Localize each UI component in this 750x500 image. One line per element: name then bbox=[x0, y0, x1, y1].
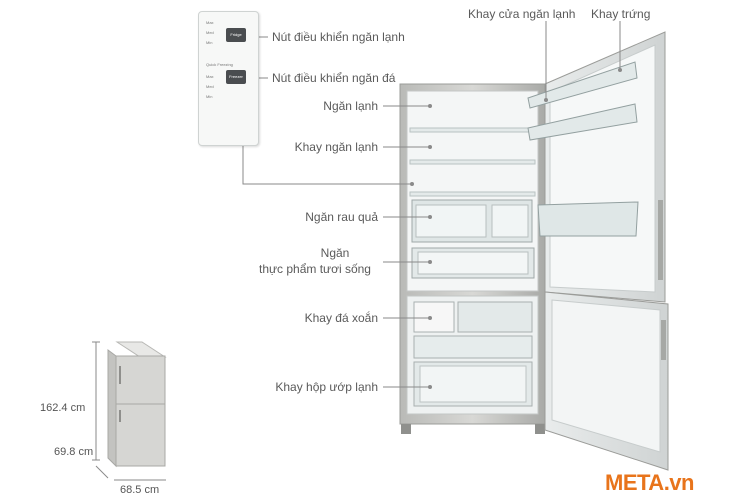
brand-logo: META.vn bbox=[605, 470, 694, 495]
callout-fridge-shelf: Khay ngăn lạnh bbox=[294, 140, 378, 154]
freezer-control-button[interactable]: Freezer bbox=[226, 70, 246, 84]
dimension-diagram bbox=[92, 341, 167, 481]
freezer-level-text: Med bbox=[206, 84, 214, 89]
dimension-depth: 69.8 cm bbox=[54, 446, 94, 458]
dimension-width: 68.5 cm bbox=[120, 484, 160, 496]
freezer-level-text: Quick Freezing bbox=[206, 62, 233, 67]
callout-fresh-food-line2: thực phẩm tươi sống bbox=[259, 262, 371, 276]
fridge-foot bbox=[401, 424, 411, 434]
vegetable-drawer bbox=[411, 199, 533, 243]
fridge-level-text: Med bbox=[206, 30, 214, 35]
fridge-level-text: Min bbox=[206, 40, 213, 45]
fridge-foot bbox=[535, 424, 545, 434]
callout-freezer-button: Nút điều khiển ngăn đá bbox=[272, 71, 396, 85]
callout-ice-tray: Khay đá xoắn bbox=[304, 311, 378, 325]
callout-lines bbox=[242, 21, 621, 388]
callout-door-shelf: Khay cửa ngăn lạnh bbox=[468, 7, 576, 21]
freezer-drawers bbox=[413, 301, 533, 407]
callout-vegetable-drawer: Ngăn rau quả bbox=[305, 210, 378, 224]
upper-door bbox=[527, 31, 666, 303]
fridge-control-button[interactable]: Fridge bbox=[226, 28, 246, 42]
callout-fridge-button: Nút điều khiển ngăn lạnh bbox=[272, 30, 405, 44]
callout-fresh-food-line1: Ngăn bbox=[320, 246, 350, 260]
callout-dots bbox=[410, 68, 622, 389]
callout-fresh-food-drawer: Ngăn thực phẩm tươi sống bbox=[250, 245, 380, 277]
lower-door bbox=[544, 291, 669, 471]
control-panel: Max Med Min Fridge Quick Freezing Max Me… bbox=[198, 11, 259, 146]
callout-fridge-compartment: Ngăn lạnh bbox=[323, 99, 378, 113]
fridge-level-text: Max bbox=[206, 20, 214, 25]
freezer-level-text: Min bbox=[206, 94, 213, 99]
callout-freezer-box: Khay hộp ướp lạnh bbox=[275, 380, 378, 394]
freezer-level-text: Max bbox=[206, 74, 214, 79]
fresh-food-drawer bbox=[411, 247, 535, 279]
callout-egg-tray: Khay trứng bbox=[591, 7, 651, 21]
dimension-height: 162.4 cm bbox=[40, 402, 86, 414]
